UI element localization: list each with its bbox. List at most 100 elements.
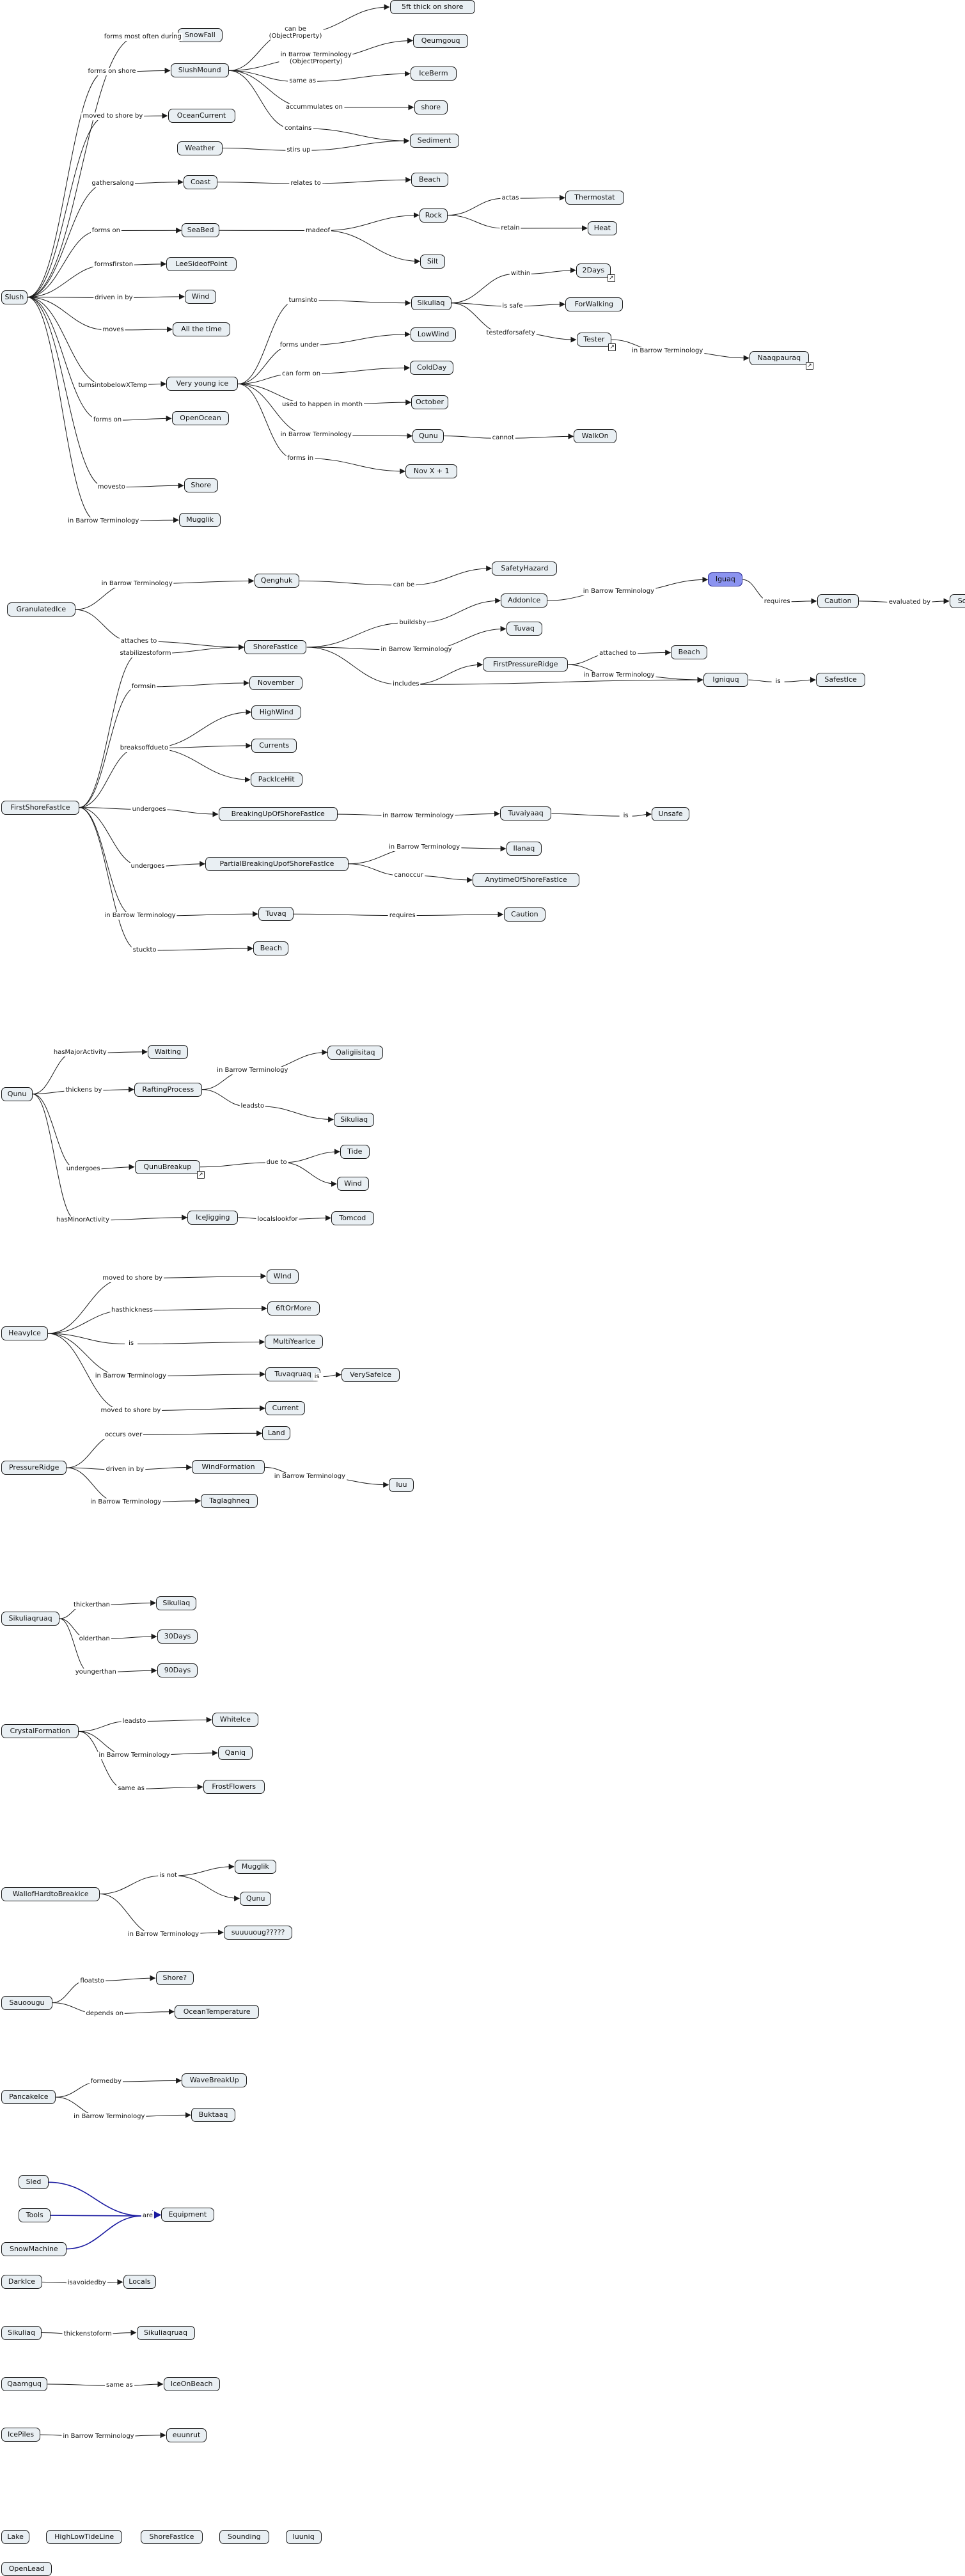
- linking-phrase[interactable]: in Barrow Terminology: [273, 1473, 347, 1480]
- concept-tools[interactable]: Tools: [19, 2208, 51, 2222]
- concept-rock[interactable]: Rock: [420, 208, 448, 223]
- concept-iuu[interactable]: Iuu: [389, 1478, 414, 1492]
- linking-phrase[interactable]: retain: [499, 224, 521, 232]
- concept-wind1[interactable]: Wind: [185, 290, 216, 304]
- linking-phrase[interactable]: thickerthan: [72, 1601, 111, 1609]
- concept-qeum[interactable]: Qeumgouq: [413, 34, 468, 48]
- linking-phrase[interactable]: in Barrow Terminology: [94, 1372, 168, 1380]
- concept-igniquq[interactable]: Igniquq: [703, 673, 749, 687]
- linking-phrase[interactable]: undergoes: [131, 806, 168, 813]
- concept-walkon[interactable]: WalkOn: [574, 429, 616, 443]
- concept-silt[interactable]: Silt: [420, 255, 445, 269]
- concept-verygoung[interactable]: Very young ice: [166, 377, 238, 391]
- concept-wind3[interactable]: WInd: [267, 1269, 299, 1284]
- linking-phrase[interactable]: is: [127, 1340, 135, 1347]
- linking-phrase[interactable]: moved to shore by: [99, 1407, 162, 1415]
- linking-phrase[interactable]: accummulates on: [285, 104, 344, 111]
- concept-euunrut[interactable]: euunrut: [166, 2428, 207, 2442]
- linking-phrase[interactable]: in Barrow Terminology: [388, 844, 461, 851]
- concept-oceancurrent[interactable]: OceanCurrent: [168, 109, 235, 123]
- concept-tester[interactable]: Tester↗: [577, 333, 612, 347]
- linking-phrase[interactable]: used to happen in month: [281, 401, 364, 409]
- linking-phrase[interactable]: driven in by: [105, 1466, 145, 1473]
- concept-sikuliaqruaq2[interactable]: Sikuliaqruaq: [137, 2326, 195, 2340]
- concept-qunubreakup[interactable]: QunuBreakup↗: [135, 1160, 200, 1174]
- linking-phrase[interactable]: due to: [265, 1159, 288, 1166]
- linking-phrase[interactable]: moves: [102, 326, 125, 334]
- concept-safestice[interactable]: SafestIce: [816, 673, 865, 687]
- concept-sled[interactable]: Sled: [19, 2175, 48, 2189]
- concept-shorefastice2[interactable]: ShoreFastIce: [141, 2530, 203, 2544]
- concept-heat[interactable]: Heat: [588, 221, 617, 235]
- linking-phrase[interactable]: forms most often during: [103, 33, 183, 41]
- linking-phrase[interactable]: formsfirston: [93, 261, 135, 269]
- concept-alltime[interactable]: All the time: [173, 322, 230, 336]
- concept-mugglik2[interactable]: Mugglik: [235, 1860, 276, 1874]
- linking-phrase[interactable]: in Barrow Terminology: [61, 2433, 135, 2440]
- concept-caution1[interactable]: Caution: [817, 594, 859, 608]
- concept-snowfall[interactable]: SnowFall: [178, 28, 223, 42]
- concept-pancake[interactable]: PancakeIce: [1, 2090, 56, 2104]
- linking-phrase[interactable]: olderthan: [78, 1635, 111, 1643]
- concept-firstshorefast[interactable]: FirstShoreFastIce: [1, 801, 79, 815]
- concept-addonice[interactable]: AddonIce: [501, 593, 547, 608]
- concept-weather[interactable]: Weather: [177, 141, 223, 155]
- linking-phrase[interactable]: attaches to: [120, 638, 159, 645]
- linking-phrase[interactable]: same as: [105, 2382, 134, 2389]
- concept-iuuniq[interactable]: Iuuniq: [286, 2530, 322, 2544]
- concept-sixft[interactable]: 6ftOrMore: [267, 1301, 320, 1315]
- concept-qaamguq[interactable]: Qaamguq: [1, 2377, 47, 2391]
- concept-breakingup[interactable]: BreakingUpOfShoreFastIce: [219, 807, 338, 821]
- linking-phrase[interactable]: relates to: [289, 180, 322, 187]
- concept-shorefastice1[interactable]: ShoreFastIce: [244, 640, 306, 654]
- concept-qaligiisitaq[interactable]: Qaligiisitaq: [327, 1046, 383, 1060]
- concept-rafting[interactable]: RaftingProcess: [134, 1083, 202, 1097]
- linking-phrase[interactable]: contains: [283, 125, 313, 132]
- concept-novx[interactable]: Nov X + 1: [405, 464, 457, 478]
- concept-granulated[interactable]: GranulatedIce: [7, 602, 75, 617]
- linking-phrase[interactable]: requires: [388, 912, 417, 920]
- linking-phrase[interactable]: localslookfor: [256, 1216, 299, 1223]
- concept-land[interactable]: Land: [262, 1426, 290, 1440]
- concept-partialbreaking[interactable]: PartialBreakingUpofShoreFastIce: [205, 857, 348, 871]
- concept-shore1[interactable]: shore: [414, 100, 448, 114]
- concept-tuvaq1[interactable]: Tuvaq: [506, 622, 542, 636]
- linking-phrase[interactable]: leadsto: [122, 1718, 148, 1725]
- linking-phrase[interactable]: moved to shore by: [101, 1275, 164, 1282]
- concept-whiteice[interactable]: WhiteIce: [212, 1713, 258, 1727]
- linking-phrase[interactable]: undergoes: [65, 1165, 102, 1173]
- concept-crystal[interactable]: CrystalFormation: [1, 1724, 79, 1738]
- concept-suuuuoug[interactable]: suuuuoug?????: [224, 1926, 292, 1940]
- concept-icepiles[interactable]: IcePiles: [1, 2428, 40, 2442]
- concept-firstpressure[interactable]: FirstPressureRidge: [483, 657, 568, 671]
- concept-thirtydays[interactable]: 30Days: [157, 1630, 198, 1644]
- linking-phrase[interactable]: in Barrow Terminology(ObjectProperty): [279, 51, 353, 65]
- linking-phrase[interactable]: movesto: [97, 483, 127, 491]
- concept-november[interactable]: November: [249, 676, 302, 690]
- concept-lowwind[interactable]: LowWind: [411, 327, 456, 342]
- concept-iceonbeach[interactable]: IceOnBeach: [164, 2377, 220, 2391]
- linking-phrase[interactable]: is: [622, 812, 630, 820]
- concept-wallof[interactable]: WallofHardtoBreakIce: [1, 1887, 100, 1901]
- concept-sikuliaq2[interactable]: Sikuliaq: [334, 1113, 374, 1127]
- concept-iceberm[interactable]: IceBerm: [411, 67, 457, 81]
- linking-phrase[interactable]: same as: [288, 77, 317, 85]
- concept-caution2[interactable]: Caution: [504, 907, 546, 922]
- linking-phrase[interactable]: depends on: [85, 2010, 125, 2018]
- concept-wind2[interactable]: Wind: [337, 1177, 369, 1191]
- linking-phrase[interactable]: in Barrow Terminology: [67, 517, 140, 525]
- linking-phrase[interactable]: can be(ObjectProperty): [268, 26, 324, 40]
- concept-pressureridge[interactable]: PressureRidge: [1, 1461, 67, 1475]
- concept-tuvaq2[interactable]: Tuvaq: [258, 907, 294, 921]
- concept-coast[interactable]: Coast: [184, 175, 217, 189]
- concept-october[interactable]: October: [411, 395, 448, 409]
- linking-phrase[interactable]: evaluated by: [888, 599, 932, 606]
- concept-snowmachine[interactable]: SnowMachine: [1, 2242, 67, 2256]
- concept-mugglik1[interactable]: Mugglik: [179, 513, 221, 527]
- concept-multiyear[interactable]: MultiYearIce: [265, 1335, 323, 1349]
- concept-sikuliaq1[interactable]: Sikuliaq: [411, 296, 451, 310]
- linking-phrase[interactable]: thickens by: [64, 1087, 103, 1094]
- linking-phrase[interactable]: in Barrow Terminology: [100, 580, 174, 588]
- linking-phrase[interactable]: same as: [116, 1785, 146, 1793]
- concept-sauoougu[interactable]: Sauoougu: [1, 1996, 52, 2010]
